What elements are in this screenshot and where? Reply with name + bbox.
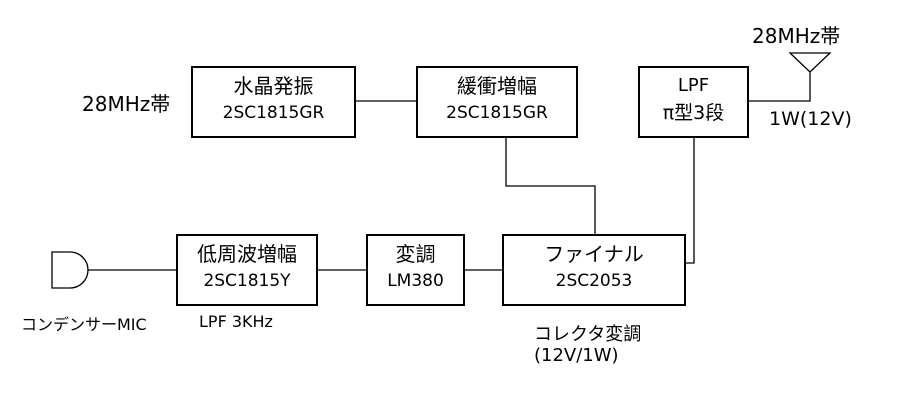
block-final-amplifier: ファイナル 2SC2053: [502, 234, 686, 306]
af-lpf-label: LPF 3KHz: [199, 312, 273, 331]
block-part: LM380: [387, 271, 444, 291]
block-part: 2SC2053: [555, 271, 633, 291]
microphone-icon: [51, 251, 89, 289]
block-title: 変調: [395, 242, 436, 266]
block-title: LPF: [677, 75, 710, 96]
block-output-lpf: LPF π型3段: [638, 66, 749, 138]
block-part: π型3段: [662, 102, 725, 124]
block-part: 2SC1815GR: [446, 103, 548, 123]
block-title: 緩衝増幅: [457, 74, 537, 98]
antenna-icon: [788, 52, 832, 73]
block-title: ファイナル: [544, 242, 644, 266]
block-crystal-oscillator: 水晶発振 2SC1815GR: [191, 66, 356, 138]
block-buffer-amplifier: 緩衝増幅 2SC1815GR: [416, 66, 578, 138]
band-label-left: 28MHz帯: [82, 92, 171, 116]
block-title: 低周波増幅: [197, 242, 297, 266]
block-modulator: 変調 LM380: [366, 234, 465, 306]
block-title: 水晶発振: [233, 74, 314, 98]
output-power-label: 1W(12V): [769, 108, 852, 130]
block-part: 2SC1815Y: [203, 271, 291, 291]
final-power-label: (12V/1W): [534, 345, 619, 366]
band-label-antenna: 28MHz帯: [752, 24, 841, 48]
block-af-amplifier: 低周波増幅 2SC1815Y: [176, 234, 318, 306]
microphone-label: コンデンサーMIC: [21, 315, 147, 334]
collector-modulation-label: コレクタ変調: [534, 324, 642, 345]
block-part: 2SC1815GR: [222, 103, 325, 123]
